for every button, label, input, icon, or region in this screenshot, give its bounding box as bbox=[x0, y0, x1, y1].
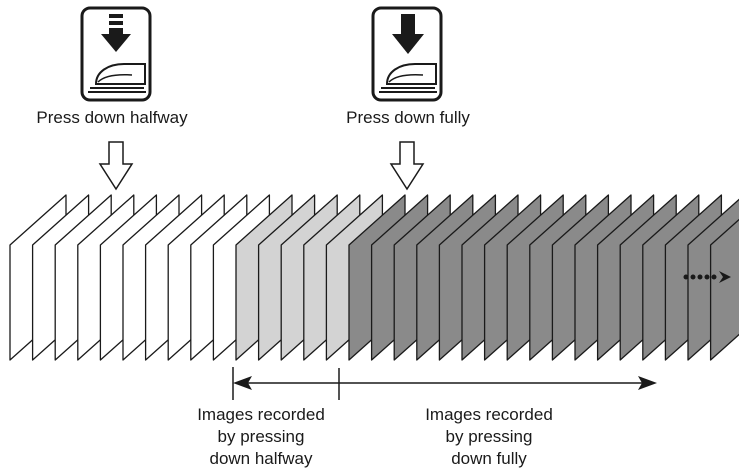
frame-fully bbox=[709, 218, 739, 361]
halfway-range-caption: Images recorded by pressing down halfway bbox=[197, 405, 325, 468]
shutter-half-press-icon bbox=[80, 6, 152, 102]
continues-arrow-icon bbox=[683, 271, 731, 283]
press-fully-label: Press down fully bbox=[346, 108, 470, 127]
fully-range-caption: Images recorded by pressing down fully bbox=[425, 405, 553, 468]
shutter-full-press-icon bbox=[371, 6, 443, 102]
press-halfway-label: Press down halfway bbox=[36, 108, 188, 127]
range-brackets bbox=[232, 367, 657, 400]
halfway-down-arrow-icon bbox=[98, 141, 134, 191]
image-frames bbox=[9, 194, 739, 361]
fully-down-arrow-icon bbox=[389, 141, 425, 191]
